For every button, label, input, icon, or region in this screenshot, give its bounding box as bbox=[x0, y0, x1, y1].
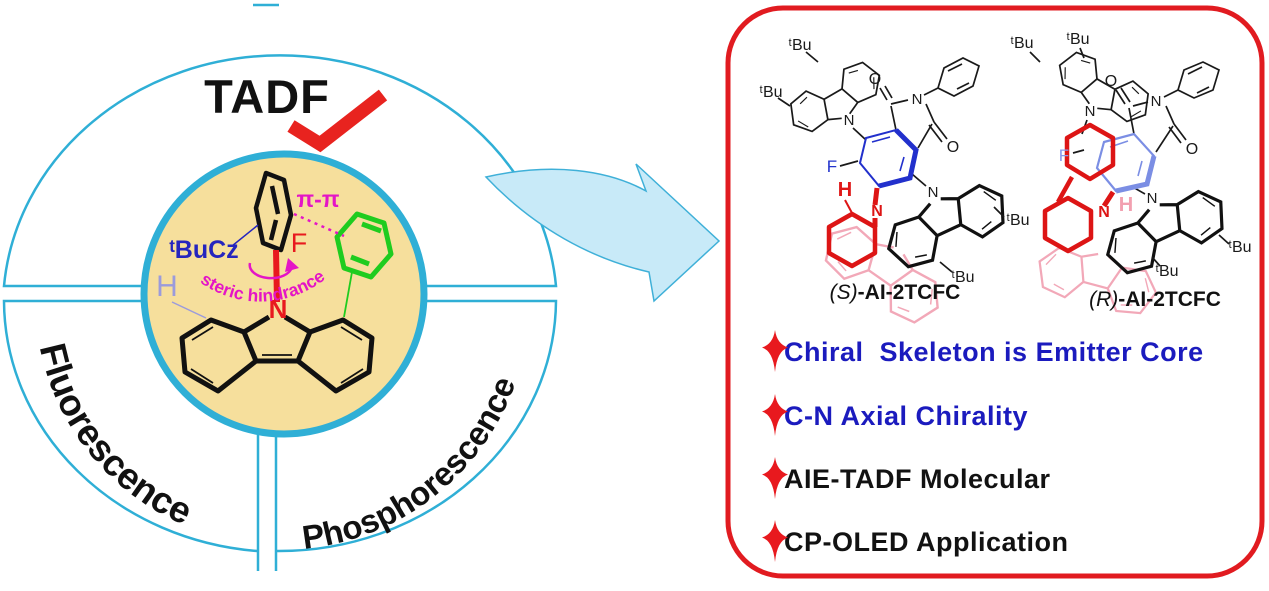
rotation-arrow-icon bbox=[248, 262, 294, 280]
tbu-label: ᵗBu bbox=[1228, 239, 1251, 256]
stereo-prefix: (R) bbox=[1089, 288, 1119, 311]
tbu-label: ᵗBu bbox=[1155, 263, 1178, 280]
nitrogen-label: N bbox=[1147, 190, 1158, 207]
oxygen-label: O bbox=[1186, 141, 1198, 158]
nitrogen-label: N bbox=[912, 91, 923, 108]
stereo-prefix: (S) bbox=[829, 281, 858, 304]
bullet-chiral-skeleton: Chiral Skeleton is Emitter Core bbox=[762, 330, 1204, 374]
bullet-label: Chiral Skeleton is Emitter Core bbox=[784, 336, 1204, 367]
hydrogen-bond bbox=[171, 301, 207, 319]
bullet-label: CP-OLED Application bbox=[784, 526, 1069, 557]
bullet-axial-chirality: C-N Axial Chirality bbox=[762, 394, 1028, 438]
red-chiral-arm bbox=[826, 187, 880, 269]
sector-top-label: TADF bbox=[204, 70, 330, 123]
oxygen-label: O bbox=[1105, 73, 1117, 90]
nitrogen-label: N bbox=[1098, 204, 1110, 221]
carbazole-skeleton bbox=[179, 314, 375, 394]
oxygen-label: O bbox=[947, 139, 959, 156]
rotation-arrowhead bbox=[285, 258, 299, 272]
tbu-label: ᵗBu bbox=[759, 84, 782, 101]
hydrogen-label: H bbox=[156, 270, 178, 303]
tbu-label: ᵗBu bbox=[788, 37, 811, 54]
tbu-label: ᵗBu bbox=[951, 269, 974, 286]
tbucz-label: ᵗBuCz bbox=[169, 236, 238, 264]
chiral-core-ring bbox=[858, 128, 919, 189]
molecule-name: -AI-2TCFC bbox=[857, 281, 961, 304]
nitrogen-label: N bbox=[1151, 93, 1162, 110]
nitrogen-label: N bbox=[871, 203, 883, 220]
block-arrow-icon bbox=[484, 163, 721, 303]
hydrogen-label: H bbox=[838, 179, 852, 201]
molecule-name: -AI-2TCFC bbox=[1118, 288, 1221, 311]
tbucz-bond bbox=[231, 224, 259, 247]
fluorine-label: F bbox=[291, 228, 308, 258]
center-medallion bbox=[140, 150, 428, 438]
bullet-label: AIE-TADF Molecular bbox=[784, 463, 1051, 494]
nitrogen-label: N bbox=[844, 112, 855, 129]
sparkle-icon bbox=[762, 394, 788, 436]
hydrogen-label: H bbox=[1119, 194, 1133, 216]
checkmark-icon bbox=[287, 89, 388, 153]
right-panel-frame bbox=[725, 5, 1265, 579]
axial-bond bbox=[273, 249, 280, 303]
molecule-r-name: (R)-AI-2TCFC bbox=[1065, 288, 1245, 312]
bullet-label: C-N Axial Chirality bbox=[784, 400, 1029, 431]
green-ring-bond bbox=[343, 271, 353, 318]
fluorine-label: F bbox=[827, 157, 837, 176]
tbu-label: ᵗBu bbox=[1010, 35, 1033, 52]
tbu-label: ᵗBu bbox=[1006, 212, 1029, 229]
sparkle-icon bbox=[762, 330, 788, 372]
fluorine-label: F bbox=[1059, 146, 1069, 165]
pi-stack-dashes bbox=[293, 212, 345, 238]
red-chiral-arm bbox=[1042, 122, 1116, 254]
phenyl-ring-green bbox=[334, 211, 394, 280]
tbu-label: ᵗBu bbox=[1066, 31, 1089, 48]
nitrogen-label: N bbox=[269, 294, 288, 324]
sparkle-icon bbox=[762, 457, 788, 499]
bullet-aie-tadf: AIE-TADF Molecular bbox=[762, 457, 1051, 501]
nitrogen-label: N bbox=[928, 184, 939, 201]
phenyl-ring-top bbox=[253, 170, 294, 253]
sparkle-icon bbox=[762, 520, 788, 562]
molecule-s-name: (S)-AI-2TCFC bbox=[805, 281, 985, 305]
pi-pi-label: π-π bbox=[297, 186, 340, 212]
imide-bonds bbox=[777, 51, 1005, 273]
molecule-s-structure: ᵗBu ᵗBu ᵗBu ᵗBu N N N O O F H N bbox=[759, 37, 1030, 334]
oxygen-label: O bbox=[869, 71, 881, 88]
bullet-cp-oled: CP-OLED Application bbox=[762, 520, 1069, 564]
molecule-r-structure: ᵗBu ᵗBu ᵗBu ᵗBu N N N O O F N H bbox=[1010, 31, 1252, 321]
nitrogen-label: N bbox=[1085, 103, 1096, 120]
